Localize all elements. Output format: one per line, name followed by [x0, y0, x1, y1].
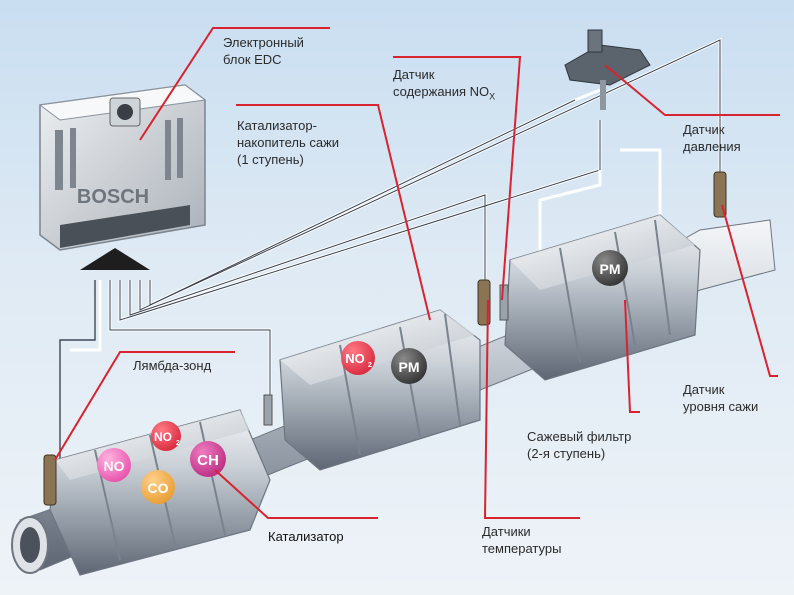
svg-text:2: 2: [176, 440, 180, 447]
svg-text:NO: NO: [104, 458, 125, 474]
arrow-up-icon: [80, 248, 150, 270]
ecu-brand-text: BOSCH: [77, 186, 149, 208]
svg-text:CH: CH: [197, 452, 219, 469]
edc-control-unit: BOSCH: [38, 84, 207, 251]
molecule-ch: CH: [190, 441, 226, 477]
svg-text:NO: NO: [154, 430, 172, 444]
molecule-co: CO: [141, 470, 175, 504]
molecule-no2-catalyst: NO 2: [151, 421, 181, 451]
label-soot-level-sensor: Датчик уровня сажи: [683, 382, 759, 414]
molecule-no: NO: [97, 448, 131, 482]
label-temperature-sensors: Датчики температуры: [482, 524, 562, 556]
molecule-pm-storage: PM: [391, 348, 427, 384]
label-lambda-probe: Лямбда-зонд: [133, 358, 212, 373]
label-storage-catalyst: Катализатор- накопитель сажи (1 ступень): [237, 118, 340, 167]
wiring-harness-dark: [59, 39, 721, 460]
svg-text:NO: NO: [345, 351, 365, 366]
svg-text:PM: PM: [399, 359, 420, 375]
sensor-probes: [43, 171, 727, 506]
label-edc: Электронный блок EDC: [223, 35, 304, 67]
storage-catalyst-body: [279, 309, 481, 471]
svg-text:2: 2: [368, 362, 372, 369]
label-catalyst: Катализатор: [268, 529, 344, 544]
pressure-sensor-device: [564, 29, 651, 110]
molecule-pm-filter: PM: [592, 250, 628, 286]
label-nox-sensor: Датчик содержания NOX: [393, 67, 496, 102]
label-soot-filter: Сажевый фильтр (2-я ступень): [527, 429, 632, 461]
label-pressure-sensor: Датчик давления: [683, 122, 741, 154]
molecule-no2-storage: NO 2: [341, 341, 375, 375]
svg-text:CO: CO: [148, 480, 169, 496]
svg-text:PM: PM: [600, 261, 621, 277]
leader-lines: [54, 27, 780, 519]
soot-filter-body: [504, 214, 701, 381]
